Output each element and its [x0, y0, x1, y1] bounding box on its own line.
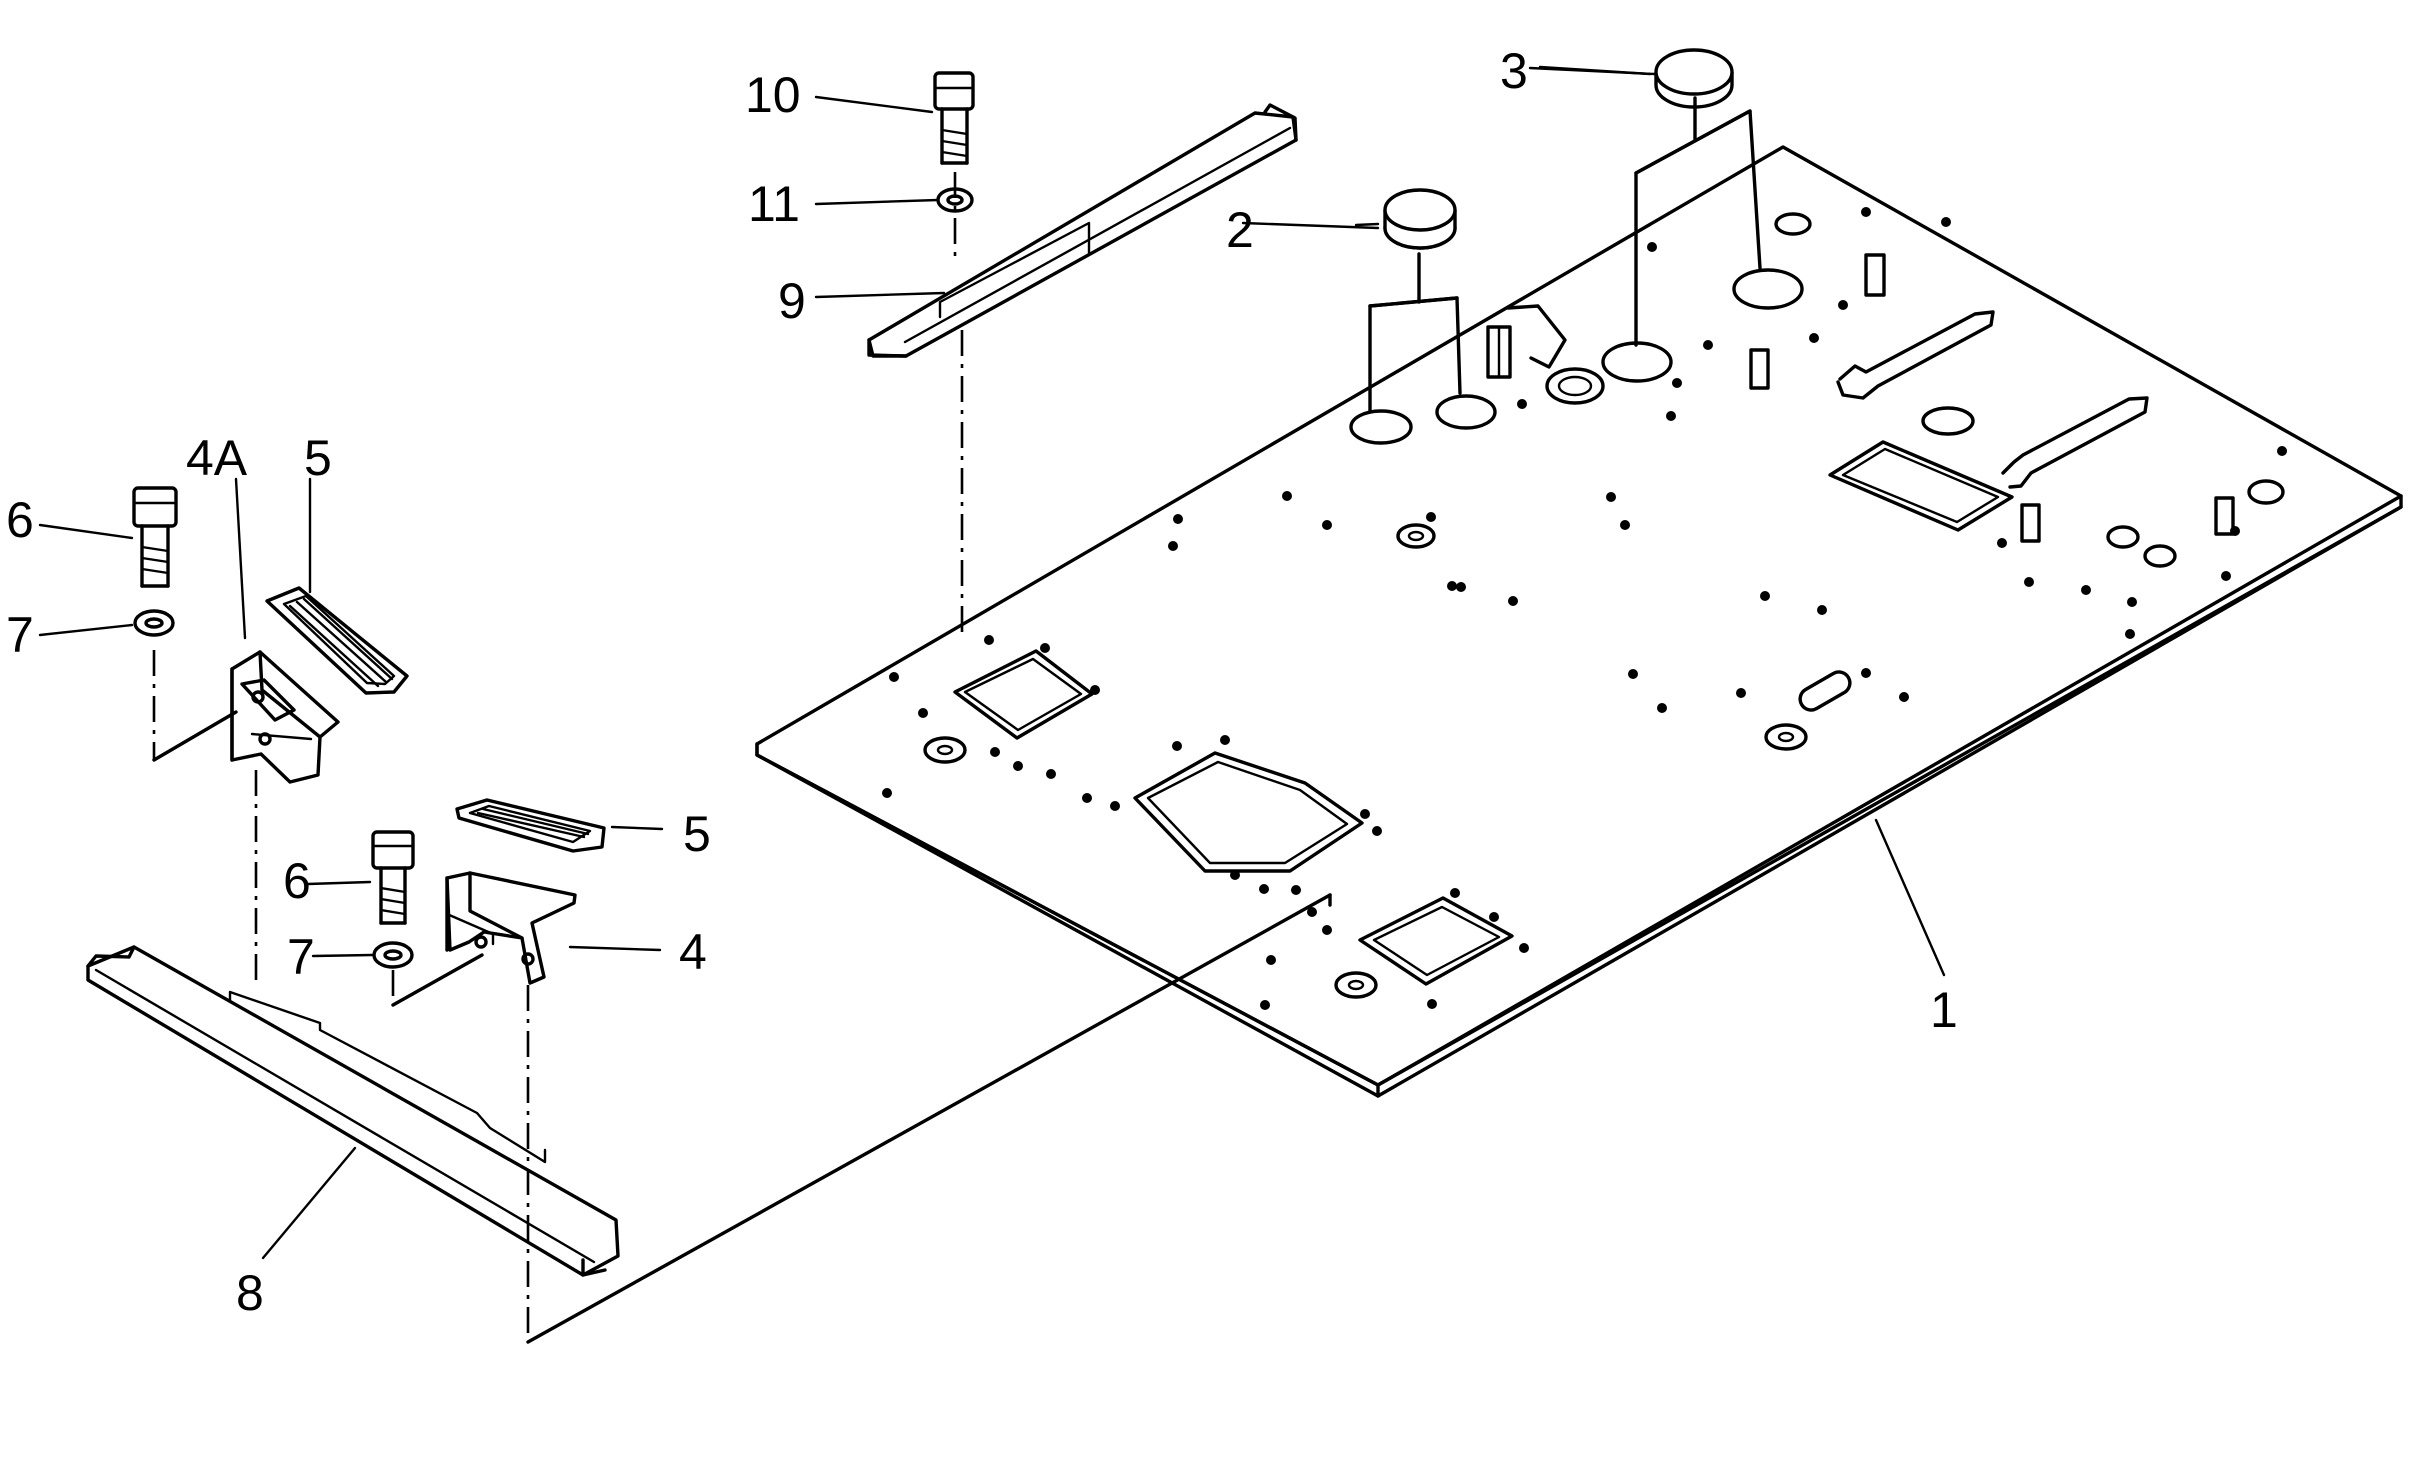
plate-bolt-holes	[882, 207, 2287, 1010]
lower-rail	[86, 945, 620, 1277]
callout-6-upper: 6	[6, 492, 34, 548]
bolt-left-lower	[371, 830, 415, 925]
callout-2: 2	[1226, 202, 1254, 258]
callout-3: 3	[1500, 43, 1528, 99]
upper-rail	[867, 103, 1298, 358]
plate-brackets	[1486, 304, 2149, 489]
callout-labels: 1 2 3 4 4A 5 5 6 6 7 7 8 9 10 11	[6, 43, 1958, 1321]
assembly-lines	[152, 96, 1762, 1344]
callout-7-upper: 7	[6, 607, 34, 663]
washer-left-lower	[372, 941, 414, 969]
callout-5-lower: 5	[683, 806, 711, 862]
pedal-pad-upper	[265, 586, 409, 695]
plug-2	[1383, 188, 1457, 250]
callout-leaders	[38, 65, 1946, 1260]
plug-3	[1654, 48, 1734, 109]
callout-8: 8	[236, 1265, 264, 1321]
upper-pedal-bracket	[230, 650, 340, 784]
callout-7-lower: 7	[287, 929, 315, 985]
callout-11: 11	[748, 176, 800, 232]
callout-4: 4	[679, 924, 707, 980]
bolt-left-upper	[132, 486, 178, 588]
callout-4a: 4A	[186, 430, 248, 486]
washer-left-upper	[133, 609, 175, 637]
callout-5-upper: 5	[304, 430, 332, 486]
callout-1: 1	[1930, 982, 1958, 1038]
callout-10: 10	[745, 67, 801, 123]
bolt-upper	[933, 71, 975, 165]
floor-plate	[755, 145, 2403, 1098]
callout-6-lower: 6	[283, 853, 311, 909]
pedal-pad-lower	[455, 798, 606, 853]
plate-posts	[1749, 253, 2235, 543]
lower-pedal-bracket	[445, 871, 577, 985]
callout-9: 9	[778, 273, 806, 329]
